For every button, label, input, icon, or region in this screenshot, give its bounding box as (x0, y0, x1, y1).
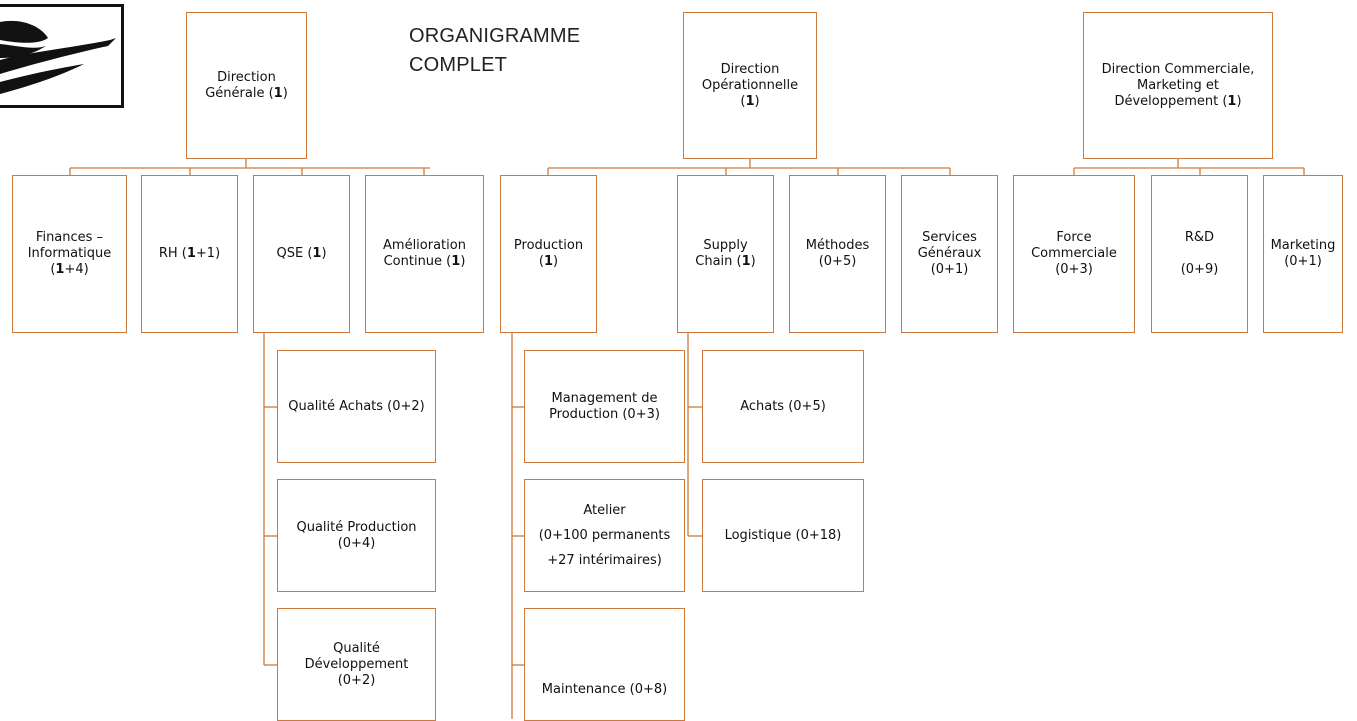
atelier-label: Atelier (0+100 permanents +27 intérimair… (538, 503, 671, 568)
finances-count: 1 (55, 262, 65, 277)
supply-tail: ) (750, 254, 756, 269)
rd-box: R&D (0+9) (1151, 175, 1248, 333)
finances-label: Finances – Informatique ( (27, 230, 112, 277)
services-label: Services Généraux (0+1) (917, 230, 982, 277)
logistique-box: Logistique (0+18) (702, 479, 864, 592)
qualite-production-box: Qualité Production (0+4) (277, 479, 436, 592)
qualite-developpement-box: Qualité Développement (0+2) (277, 608, 436, 721)
finances-informatique-box: Finances – Informatique (1+4) (12, 175, 127, 333)
production-tail: ) (553, 254, 559, 269)
qualite-achats-label: Qualité Achats (0+2) (288, 398, 425, 414)
direction-generale-label: Direction Générale ( (205, 69, 276, 101)
chart-title-line2: COMPLET (409, 54, 508, 76)
achats-label: Achats (0+5) (740, 398, 826, 414)
force-commerciale-box: Force Commerciale (0+3) (1013, 175, 1135, 333)
bird-logo-icon (0, 20, 116, 94)
qualite-production-label: Qualité Production (0+4) (296, 519, 417, 551)
direction-commerciale-box: Direction Commerciale, Marketing et Déve… (1083, 12, 1273, 159)
direction-commerciale-label: Direction Commerciale, Marketing et Déve… (1101, 61, 1255, 109)
supply-label: Supply Chain ( (695, 238, 748, 269)
marketing-box: Marketing (0+1) (1263, 175, 1343, 333)
logistique-label: Logistique (0+18) (724, 527, 842, 543)
rh-label: RH ( (158, 246, 187, 261)
direction-operationnelle-label: Direction Opérationnelle ( (701, 61, 799, 109)
qse-tail: ) (321, 246, 327, 261)
services-generaux-box: Services Généraux (0+1) (901, 175, 998, 333)
direction-generale-box: Direction Générale (1) (186, 12, 307, 159)
rd-label: R&D (0+9) (1180, 230, 1219, 277)
atelier-box: Atelier (0+100 permanents +27 intérimair… (524, 479, 685, 592)
achats-box: Achats (0+5) (702, 350, 864, 463)
qse-label: QSE ( (276, 246, 313, 261)
direction-generale-count: 1 (273, 85, 283, 101)
qualite-achats-box: Qualité Achats (0+2) (277, 350, 436, 463)
direction-generale-tail: ) (282, 85, 288, 101)
direction-operationnelle-tail: ) (754, 93, 760, 109)
methodes-label: Méthodes (0+5) (805, 238, 870, 269)
management-production-box: Management de Production (0+3) (524, 350, 685, 463)
amelioration-tail: ) (460, 254, 466, 269)
force-label: Force Commerciale (0+3) (1031, 230, 1117, 277)
production-label: Production ( (513, 238, 584, 269)
finances-tail: +4) (64, 262, 89, 277)
direction-commerciale-count: 1 (1227, 93, 1237, 109)
rh-count: 1 (186, 246, 196, 261)
production-box: Production (1) (500, 175, 597, 333)
marketing-label: Marketing (0+1) (1270, 238, 1336, 269)
production-count: 1 (543, 254, 554, 269)
direction-operationnelle-box: Direction Opérationnelle (1) (683, 12, 817, 159)
direction-operationnelle-count: 1 (745, 93, 755, 109)
chart-title-line1: ORGANIGRAMME (409, 25, 581, 47)
amelioration-continue-box: Amélioration Continue (1) (365, 175, 484, 333)
amelioration-count: 1 (451, 254, 461, 269)
rh-box: RH (1+1) (141, 175, 238, 333)
rh-tail: +1) (195, 246, 221, 261)
maintenance-box: Maintenance (0+8) (524, 608, 685, 721)
supply-chain-box: Supply Chain (1) (677, 175, 774, 333)
qualite-developpement-label: Qualité Développement (0+2) (304, 640, 409, 688)
supply-count: 1 (741, 254, 751, 269)
qse-count: 1 (312, 246, 322, 261)
direction-commerciale-tail: ) (1236, 93, 1242, 109)
management-production-label: Management de Production (0+3) (549, 390, 660, 422)
methodes-box: Méthodes (0+5) (789, 175, 886, 333)
qse-box: QSE (1) (253, 175, 350, 333)
chart-title: ORGANIGRAMME COMPLET (409, 22, 580, 80)
amelioration-label: Amélioration Continue ( (383, 238, 466, 269)
maintenance-label: Maintenance (0+8) (541, 681, 668, 697)
company-logo (0, 0, 140, 120)
